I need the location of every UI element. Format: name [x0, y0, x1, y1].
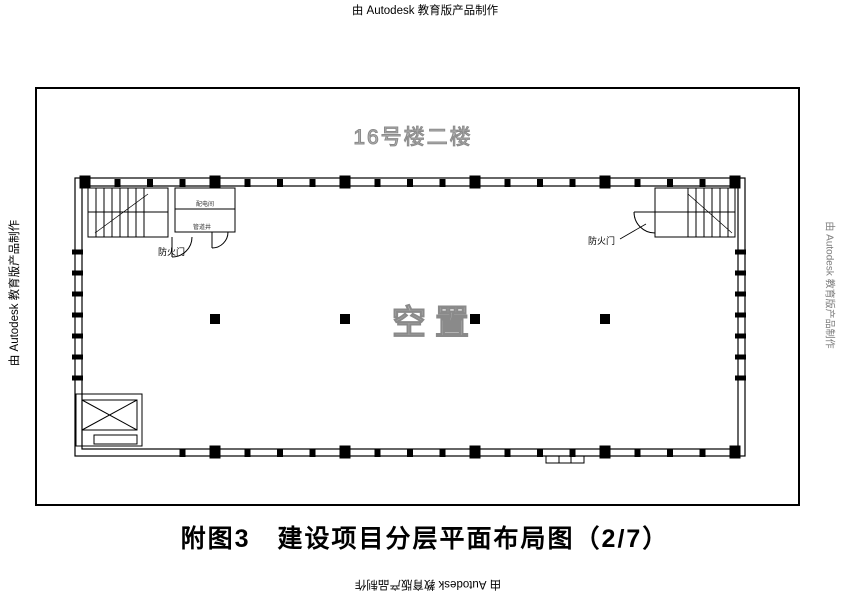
floor-title: 16号楼二楼: [353, 126, 473, 150]
stairs-right: [654, 187, 736, 238]
right-wall-windows: [735, 249, 746, 381]
elevator-shaft: [75, 393, 143, 447]
room-label-upper: 配电间: [196, 202, 215, 208]
utility-rooms: [174, 187, 236, 249]
fire-door-label-left: 防火门: [158, 247, 186, 257]
interior-columns: [210, 314, 610, 324]
stairs-left: [87, 187, 169, 238]
left-wall-windows: [72, 249, 83, 381]
room-label-lower: 管道井: [193, 225, 212, 231]
watermark-top: 由 Autodesk 教育版产品制作: [351, 5, 499, 17]
fire-door-left-symbol: [171, 236, 193, 258]
vacant-label: 空置: [392, 304, 478, 343]
fire-door-label-right: 防火门: [588, 236, 616, 246]
figure-caption: 附图3 建设项目分层平面布局图（2/7）: [180, 525, 670, 553]
drawing-frame-border: [35, 87, 800, 506]
entrance-steps: [545, 455, 585, 464]
fire-door-right-symbol: [619, 211, 656, 240]
